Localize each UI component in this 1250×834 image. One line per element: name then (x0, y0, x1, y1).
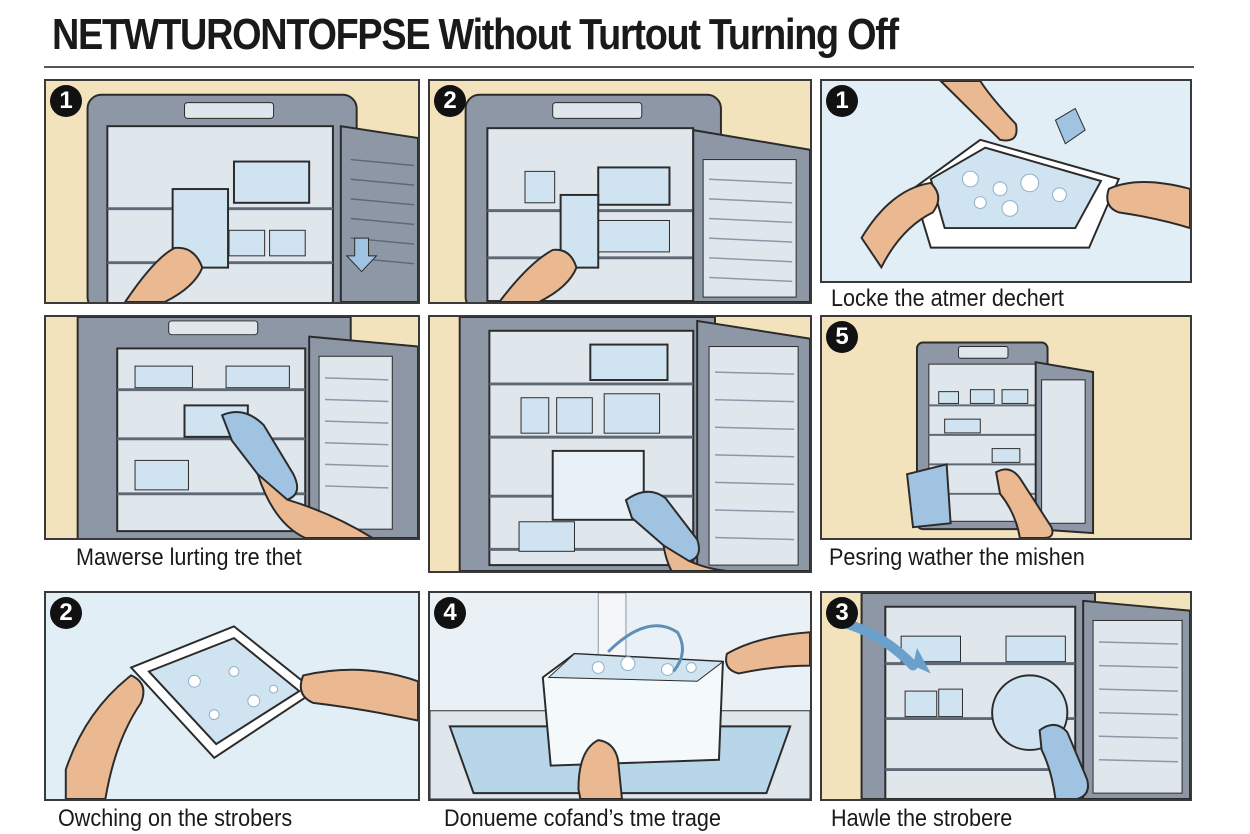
step-number-badge: 1 (50, 85, 82, 117)
step-panel-7: 2 (44, 591, 420, 801)
step-panel-4 (44, 315, 420, 540)
fridge-open-illustration (822, 317, 1190, 538)
step-panel-3: 1 (820, 79, 1192, 283)
step-caption: Mawerse lurting tre thet (76, 544, 302, 571)
step-panel-1: 1 (44, 79, 420, 304)
ice-container-illustration (430, 593, 810, 799)
step-number-badge: 1 (826, 85, 858, 117)
step-panel-5 (428, 315, 812, 573)
step-caption: Hawle the strobere (831, 805, 1013, 832)
ice-tray-illustration (46, 593, 418, 799)
fridge-open-illustration (46, 81, 418, 302)
step-number-badge: 2 (434, 85, 466, 117)
step-caption: Owching on the strobers (58, 805, 293, 832)
step-number-badge: 3 (826, 597, 858, 629)
step-caption: Locke the atmer dechert (831, 285, 1064, 312)
step-panel-2: 2 (428, 79, 812, 304)
title-divider (44, 66, 1194, 68)
page-title: NETWTURONTOFPSE Without Turtout Turning … (52, 10, 899, 59)
step-panel-8: 4 (428, 591, 812, 801)
fridge-open-illustration (822, 593, 1190, 799)
step-panel-9: 3 (820, 591, 1192, 801)
fridge-open-illustration (430, 81, 810, 302)
step-caption: Pesring wather the mishen (829, 544, 1085, 571)
step-panel-6: 5 (820, 315, 1192, 540)
step-number-badge: 5 (826, 321, 858, 353)
step-number-badge: 2 (50, 597, 82, 629)
step-caption: Donueme cofand’s tme trage (444, 805, 721, 832)
fridge-open-illustration (430, 317, 810, 571)
fridge-open-illustration (46, 317, 418, 538)
ice-tray-illustration (822, 81, 1190, 281)
step-number-badge: 4 (434, 597, 466, 629)
